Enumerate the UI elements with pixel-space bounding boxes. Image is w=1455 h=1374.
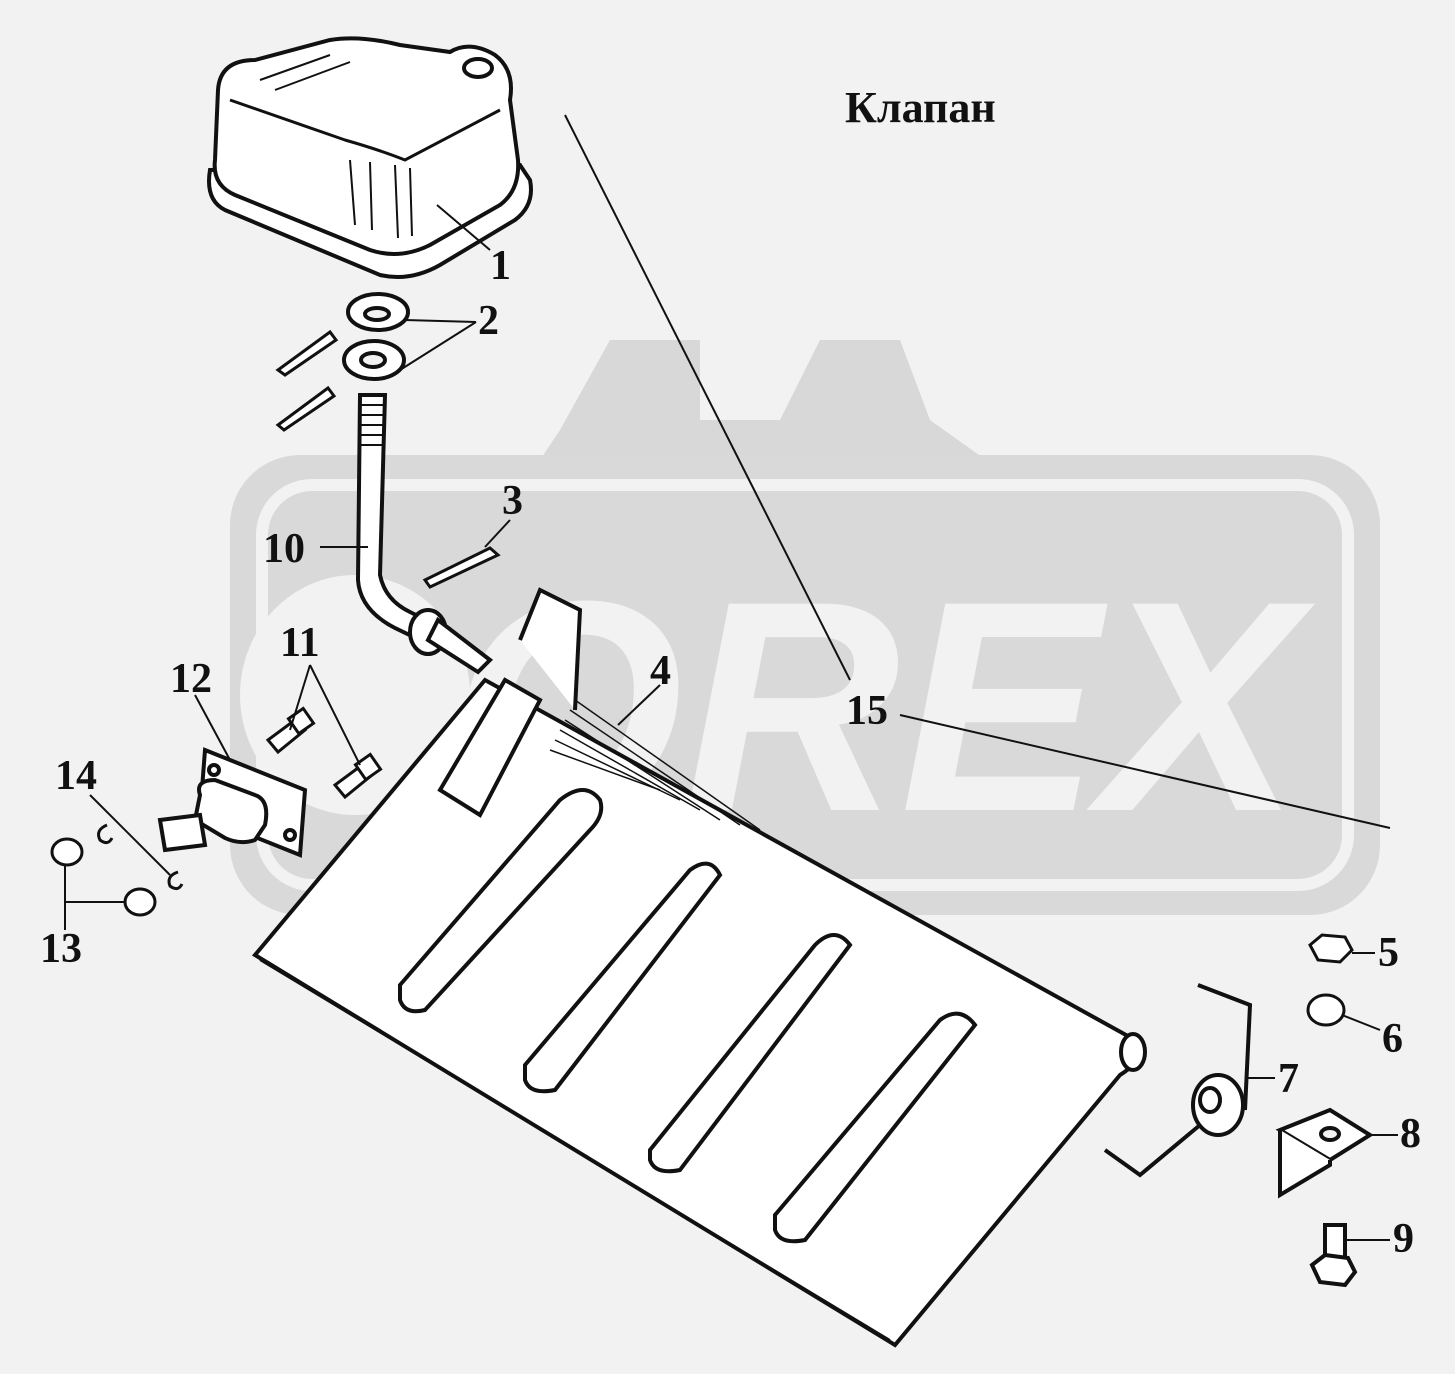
callout-10: 10: [263, 526, 305, 572]
callout-12: 12: [170, 656, 212, 702]
part-7-spring: [1103, 983, 1253, 1178]
callout-6: 6: [1382, 1016, 1403, 1062]
callout-14: 14: [55, 753, 97, 799]
part-13-nuts: [50, 837, 157, 917]
part-3-pin: [422, 546, 501, 589]
part-2-washers: [342, 292, 410, 381]
callout-4: 4: [650, 648, 671, 694]
part-8-bracket: [1275, 1107, 1374, 1199]
screws-pair: [275, 329, 339, 432]
part-12-switch: [157, 747, 308, 858]
callout-3-leader: [484, 519, 511, 548]
callout-1-leader: [436, 204, 491, 251]
callout-11-leaders: [289, 664, 361, 766]
callout-15: 15: [846, 688, 888, 734]
callout-13: 13: [40, 926, 82, 972]
callout-5: 5: [1378, 930, 1399, 976]
callout-8: 8: [1400, 1111, 1421, 1157]
callout-2-leaders: [399, 319, 477, 371]
part-4-flap: [251, 587, 1147, 1348]
callout-9: 9: [1393, 1216, 1414, 1262]
part-5-nut: [1308, 933, 1354, 964]
callout-12-leader: [194, 694, 231, 761]
callout-13-14-leaders: [64, 794, 171, 930]
part-1-cover: [207, 36, 533, 279]
diagram-title: Клапан: [845, 83, 996, 132]
part-11-bolts: [265, 706, 383, 800]
part-6-nut: [1306, 993, 1346, 1027]
part-10-rod: [355, 393, 494, 675]
callout-15-leaders: [564, 114, 1391, 829]
callout-5-6-leaders: [1341, 952, 1381, 1031]
part-9-bolt: [1309, 1223, 1358, 1288]
callout-7: 7: [1278, 1056, 1299, 1102]
callout-1: 1: [490, 243, 511, 289]
callout-11: 11: [280, 620, 320, 666]
callout-2: 2: [478, 298, 499, 344]
callout-4-leader: [617, 684, 661, 726]
callout-3: 3: [502, 478, 523, 524]
part-14-lock-washers: [97, 823, 184, 891]
